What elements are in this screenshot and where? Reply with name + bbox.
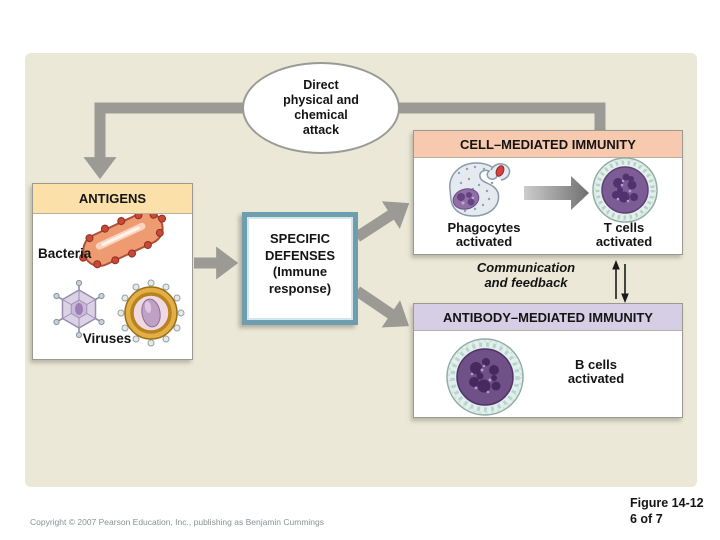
cell-mediated-box: CELL–MEDIATED IMMUNITY [413, 130, 683, 255]
specific-defenses-line: (Immune [272, 264, 328, 279]
arrow-defenses-to-antibody-mediated [353, 286, 410, 328]
specific-defenses-line: response) [268, 280, 332, 296]
figure-caption: Figure 14-12 6 of 7 [630, 495, 704, 527]
antibody-mediated-box: ANTIBODY–MEDIATED IMMUNITY B cells activ… [413, 303, 683, 418]
bacterium-icon [79, 214, 167, 269]
virus-enveloped-icon [117, 279, 185, 347]
cell-mediated-header: CELL–MEDIATED IMMUNITY [414, 131, 682, 158]
phagocyte-icon [449, 162, 511, 217]
specific-defenses-line: DEFENSES [264, 247, 336, 263]
arrow-defenses-to-cell-mediated [354, 201, 410, 242]
direct-attack-node: Direct physical and chemical attack [242, 62, 400, 154]
phagocytes-label: Phagocytes activated [447, 220, 521, 249]
specific-defenses-line: SPECIFIC [270, 231, 330, 246]
antigens-art [53, 214, 185, 347]
direct-attack-line: attack [302, 123, 340, 137]
t-cells-label: T cells activated [595, 220, 653, 249]
antigens-box: ANTIGENS [32, 183, 193, 360]
virus-icosahedral-icon [53, 279, 105, 339]
bacteria-label: Bacteria [38, 246, 92, 261]
antigens-header: ANTIGENS [33, 184, 192, 214]
figure-page: 6 of 7 [630, 512, 663, 526]
direct-attack-line: Direct [303, 78, 339, 92]
direct-attack-line: physical and [283, 93, 359, 107]
gradient-arrow-icon [524, 176, 589, 210]
communication-feedback-label: Communication and feedback [476, 260, 576, 290]
b-cell-icon [446, 338, 524, 416]
antibody-mediated-header: ANTIBODY–MEDIATED IMMUNITY [414, 304, 682, 331]
t-cell-icon [592, 157, 658, 223]
specific-defenses-box: SPECIFIC DEFENSES (Immune response) [242, 212, 358, 325]
direct-attack-line: chemical [294, 108, 348, 122]
viruses-label: Viruses [82, 331, 132, 346]
copyright-text: Copyright © 2007 Pearson Education, Inc.… [30, 517, 325, 527]
b-cells-label: B cells activated [567, 357, 625, 386]
figure-number: Figure 14-12 [630, 496, 704, 510]
